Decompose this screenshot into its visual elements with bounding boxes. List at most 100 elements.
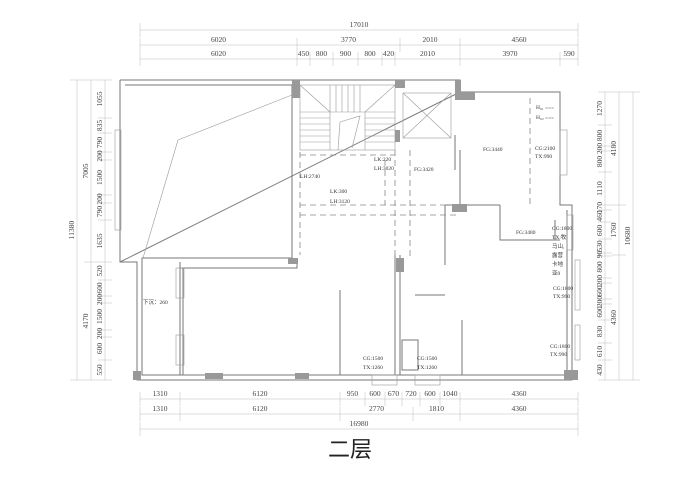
dimension-value: 4560 bbox=[512, 35, 527, 44]
dimension-value: 590 bbox=[563, 49, 575, 58]
label-cg: CG:1800 bbox=[553, 286, 573, 292]
dimension-value: 6020 bbox=[211, 35, 226, 44]
dimension-value: 800 bbox=[595, 261, 604, 273]
dimension-value: 420 bbox=[383, 49, 395, 58]
dimension-value: 600 bbox=[95, 343, 104, 355]
label-cg: CG:2100 bbox=[535, 146, 555, 152]
dimension-value: 600 bbox=[95, 282, 104, 294]
walls bbox=[114, 79, 581, 386]
dimension-value: 4360 bbox=[512, 404, 527, 413]
dimension-value: 430 bbox=[595, 364, 604, 376]
label-fg: FG:3420 bbox=[414, 167, 434, 173]
dimension-value: 800 bbox=[595, 130, 604, 142]
dimension-value: 1055 bbox=[95, 91, 104, 106]
label-lh: LH:3120 bbox=[330, 199, 350, 205]
dimension-value: 200 bbox=[595, 275, 604, 287]
label-tx: TX:1260 bbox=[363, 365, 383, 371]
dimension-value: 200 bbox=[95, 294, 104, 306]
dimension-value: 4180 bbox=[609, 141, 618, 156]
dimension-value: 670 bbox=[388, 389, 400, 398]
dimension-value: 790 bbox=[95, 137, 104, 149]
dimension-value: 835 bbox=[95, 120, 104, 132]
dimension-value: 200 bbox=[95, 193, 104, 205]
dimension-value: 17010 bbox=[350, 20, 369, 29]
dimension-value: 2770 bbox=[369, 404, 384, 413]
dimension-value: 200 bbox=[595, 296, 604, 308]
label-tx: TX:990 bbox=[553, 294, 570, 300]
label-h: H₀₂ ₌₌₌ bbox=[536, 115, 554, 121]
label-tx: 马山, bbox=[552, 242, 565, 250]
dimension-value: 600 bbox=[424, 389, 436, 398]
dimension-value: 6020 bbox=[211, 49, 226, 58]
label-tx: 亚0 bbox=[552, 270, 561, 277]
staircase bbox=[299, 84, 396, 151]
dimension-value: 1040 bbox=[443, 389, 458, 398]
dimension-value: 7005 bbox=[81, 163, 90, 178]
label-tx: 卡地 bbox=[552, 260, 564, 268]
dimension-value: 600 bbox=[369, 389, 381, 398]
dimension-value: 1110 bbox=[595, 181, 604, 196]
label-tx: 露营 bbox=[552, 251, 564, 259]
dimension-value: 3970 bbox=[503, 49, 518, 58]
dimension-value: 4360 bbox=[609, 310, 618, 325]
label-fg: FG:3480 bbox=[516, 230, 536, 236]
dimension-value: 830 bbox=[595, 326, 604, 338]
dimension-value: 4170 bbox=[81, 313, 90, 328]
dimension-value: 1635 bbox=[95, 233, 104, 248]
label-cg: CG:1500 bbox=[417, 356, 437, 362]
dimension-value: 2010 bbox=[423, 35, 438, 44]
label-cg: CG:1800 bbox=[552, 226, 572, 232]
dimension-value: 460 bbox=[595, 210, 604, 222]
label-cg: CG:1500 bbox=[363, 356, 383, 362]
dimension-value: 3770 bbox=[341, 35, 356, 44]
dimension-value: 1760 bbox=[609, 222, 618, 237]
dimension-value: 800 bbox=[595, 156, 604, 168]
dimension-value: 450 bbox=[298, 49, 310, 58]
label-fg: FG:3440 bbox=[483, 147, 503, 153]
dimension-value: 790 bbox=[95, 206, 104, 218]
dimension-value: 6120 bbox=[253, 404, 268, 413]
dimension-value: 2010 bbox=[420, 49, 435, 58]
dimension-value: 530 bbox=[595, 240, 604, 252]
dimension-value: 800 bbox=[316, 49, 328, 58]
dimension-value: 90 bbox=[595, 251, 604, 259]
label-cg: CG:1800 bbox=[550, 344, 570, 350]
label-lh: LH:3020 bbox=[374, 166, 394, 172]
dimension-value: 720 bbox=[405, 389, 417, 398]
dimension-value: 1810 bbox=[429, 404, 444, 413]
elevator bbox=[402, 92, 452, 139]
dimension-value: 1500 bbox=[95, 309, 104, 324]
dimension-value: 1500 bbox=[95, 170, 104, 185]
label-lk: LK:220 bbox=[374, 157, 391, 163]
room-annotations: LK:220 LH:3020 FG:3420 FG:3440 LH:2740 L… bbox=[143, 105, 573, 371]
dimension-value: 1310 bbox=[153, 404, 168, 413]
floor-title: 二层 bbox=[328, 438, 372, 463]
dimension-value: 610 bbox=[595, 346, 604, 358]
dimension-value: 550 bbox=[95, 364, 104, 376]
dimension-value: 16980 bbox=[350, 419, 369, 428]
dimension-value: 600 bbox=[595, 306, 604, 318]
dimension-value: 4360 bbox=[512, 389, 527, 398]
dimension-value: 600 bbox=[595, 225, 604, 237]
dimension-value: 1310 bbox=[153, 389, 168, 398]
dimension-value: 200 bbox=[95, 328, 104, 340]
dimension-value: 10680 bbox=[623, 226, 632, 245]
dimension-value: 170 bbox=[595, 202, 604, 214]
label-tx: TX:1260 bbox=[417, 365, 437, 371]
dimension-value: 800 bbox=[364, 49, 376, 58]
label-h: H₀₁ ₌₌₌ bbox=[536, 105, 554, 111]
label-tx: TX:990 bbox=[550, 352, 567, 358]
dimension-value: 950 bbox=[347, 389, 359, 398]
dimension-value: 6120 bbox=[253, 389, 268, 398]
dimension-value: 520 bbox=[95, 265, 104, 277]
label-lh: LH:2740 bbox=[300, 174, 320, 180]
dimension-value: 200 bbox=[95, 150, 104, 162]
label-lk: LK:300 bbox=[330, 189, 347, 195]
dimension-value: 11380 bbox=[67, 221, 76, 240]
label-tx: TX:990 bbox=[535, 154, 552, 160]
dimension-value: 600 bbox=[595, 285, 604, 297]
dimension-value: 1270 bbox=[595, 101, 604, 116]
label-sunken: 下沉：260 bbox=[143, 298, 168, 306]
